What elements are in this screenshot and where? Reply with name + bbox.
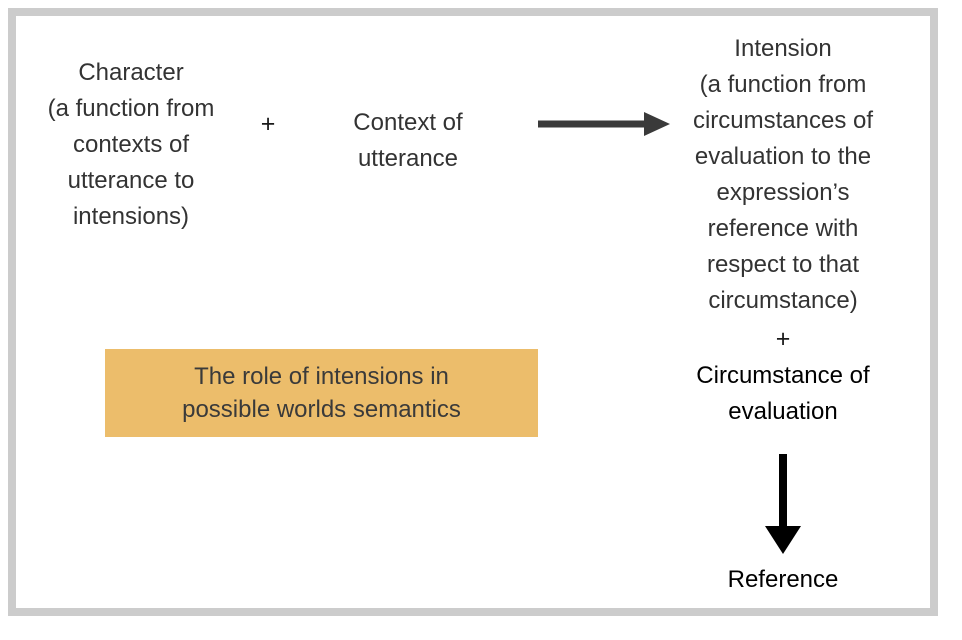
plus-operator-two: + <box>775 325 791 353</box>
plus-operator-one: + <box>260 110 276 138</box>
caption-box: The role of intensions in possible world… <box>105 349 538 437</box>
node-reference: Reference <box>727 566 839 593</box>
node-circumstance-of-evaluation: Circumstance of evaluation <box>696 362 870 425</box>
arrow-right-icon <box>538 112 670 136</box>
caption-text: The role of intensions in possible world… <box>182 363 461 423</box>
diagram-frame-border <box>8 8 938 616</box>
arrow-down-icon <box>765 454 801 554</box>
node-character: Character (a function from contexts of u… <box>47 59 215 230</box>
node-context-of-utterance: Context of utterance <box>353 109 463 172</box>
node-intension: Intension (a function from circumstances… <box>692 35 874 314</box>
